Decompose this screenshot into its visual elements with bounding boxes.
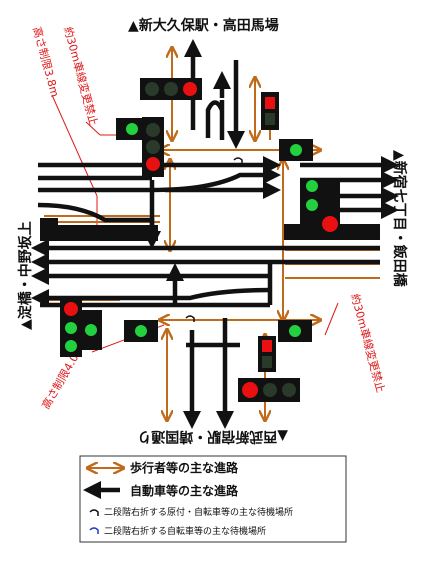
signal-north-pedestrian: [261, 92, 279, 130]
signal-nw-pedestrian: [116, 118, 148, 140]
legend: 歩行者等の主な進路 自動車等の主な進路 二段階右折する原付・自転車等の主な待機場…: [79, 455, 347, 543]
bicycle-wait-icon: [89, 527, 99, 534]
signal-se-pedestrian: [278, 320, 312, 342]
legend-vehicle-label: 自動車等の主な進路: [130, 483, 239, 498]
legend-bicycle-row: 二段階右折する自転車等の主な待機場所: [89, 525, 266, 537]
signal-north-vehicle: [140, 78, 202, 100]
direction-label-north: ▲新大久保駅・高田馬場: [128, 17, 279, 34]
direction-label-east: ▲新宿七丁目・飯田橋: [391, 150, 408, 288]
signal-west-lower-vehicle: [60, 297, 102, 357]
signal-ne-pedestrian: [279, 139, 313, 161]
legend-bicycle-label: 二段階右折する自転車等の主な待機場所: [104, 525, 266, 537]
legend-moped-row: 二段階右折する原付・自転車等の主な待機場所: [89, 506, 293, 518]
signal-sw-pedestrian: [124, 320, 158, 342]
lane-change-right-note: 約30m車線変更禁止: [348, 292, 388, 394]
signal-south-vehicle: [238, 378, 300, 402]
signal-south-pedestrian: [258, 336, 276, 372]
lane-change-note: 約30m車線変更禁止: [61, 25, 101, 127]
signal-east-vehicle: [300, 178, 340, 234]
legend-pedestrian-row: 歩行者等の主な進路: [88, 460, 239, 475]
legend-vehicle-row: 自動車等の主な進路: [83, 481, 239, 499]
legend-moped-label: 二段階右折する原付・自転車等の主な待機場所: [104, 506, 293, 518]
legend-pedestrian-label: 歩行者等の主な進路: [130, 460, 239, 475]
height-limit-left-note: 高さ制限3.8m: [30, 25, 62, 98]
direction-label-south: ▲西武新宿駅・靖国通り: [137, 428, 288, 445]
moped-wait-marks: [185, 157, 243, 322]
signal-west-vehicle: [142, 117, 164, 177]
moped-wait-icon: [89, 509, 99, 516]
direction-label-west: ▲淀橋・中野坂上: [17, 221, 34, 330]
